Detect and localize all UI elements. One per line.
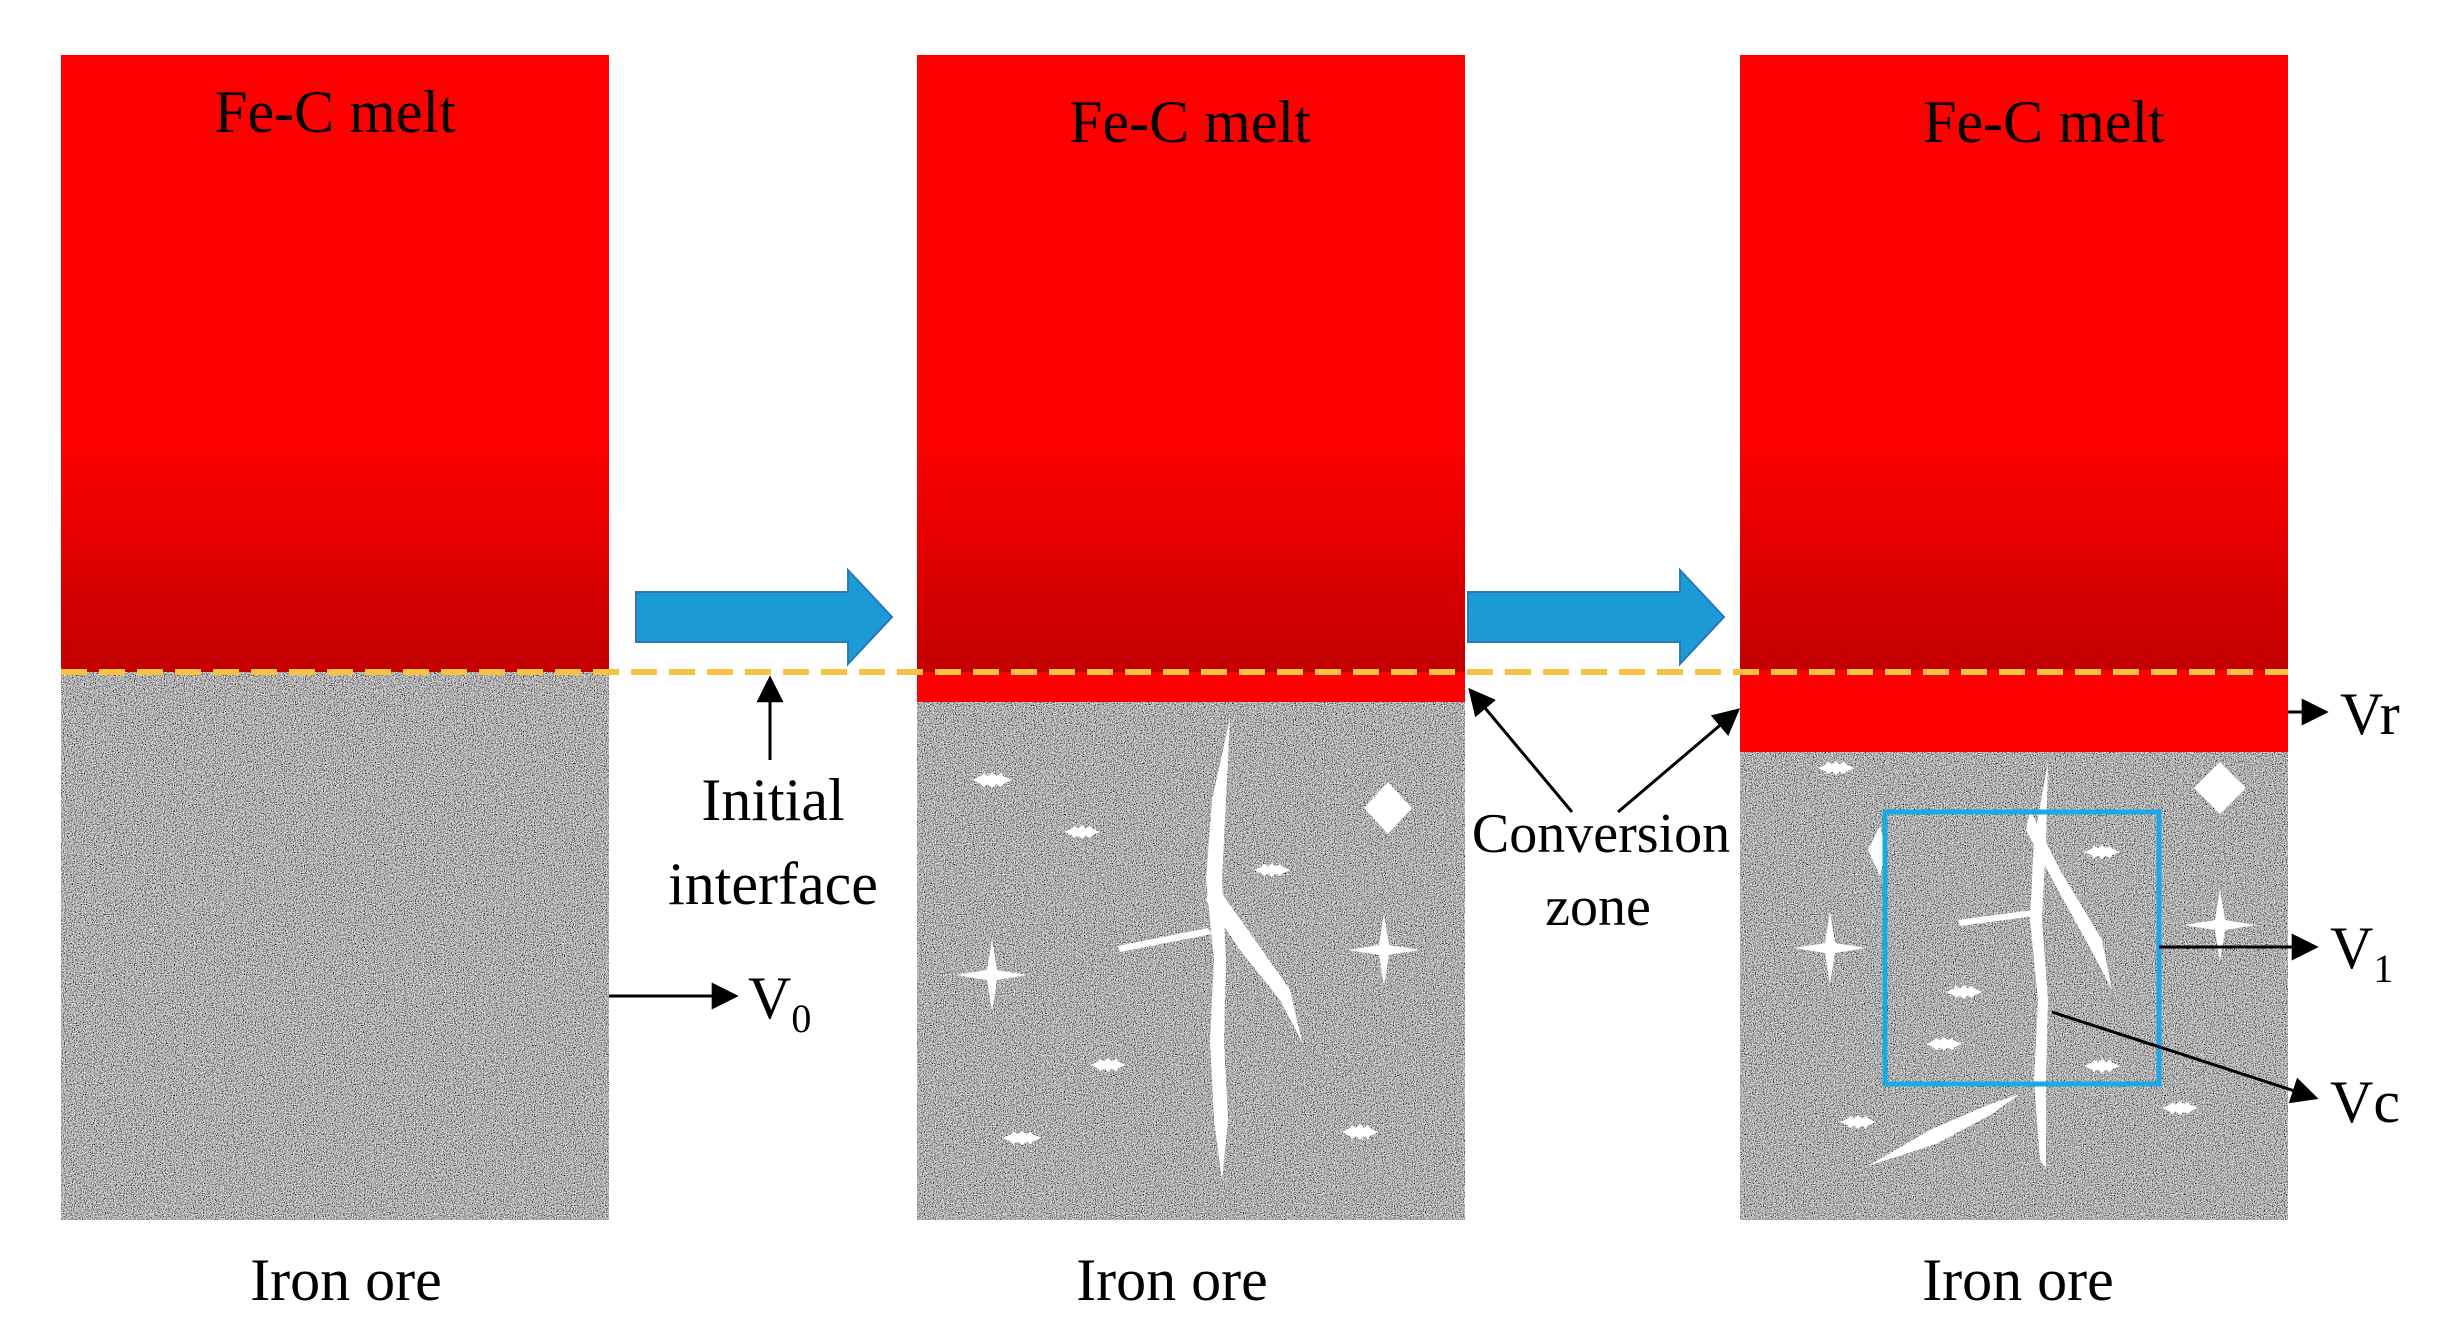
process-arrow-2: [1467, 567, 1726, 667]
ore-label: Iron ore: [1076, 1247, 1268, 1313]
ore-label: Iron ore: [250, 1247, 442, 1313]
iron-ore-block: [61, 672, 609, 1220]
fe-c-melt-block: [917, 55, 1465, 672]
vr-annotation: Vr: [2288, 681, 2400, 747]
fe-c-melt-block: [61, 55, 609, 672]
fe-c-melt-block: [1740, 55, 2288, 670]
panel-advanced: Fe-C melt Iron ore: [1740, 55, 2288, 1313]
panel-conversion: Fe-C melt Iron ore: [917, 55, 1465, 1313]
conversion-zone-layer: [1740, 670, 2288, 752]
iron-ore-block: [1740, 752, 2288, 1220]
v0-label: V0: [748, 965, 811, 1041]
ore-inclusions: [956, 772, 1420, 1145]
v0-annotation: V0: [609, 965, 811, 1041]
melt-label: Fe-C melt: [1069, 89, 1311, 155]
ore-label: Iron ore: [1922, 1247, 2114, 1313]
conversion-zone-annotation: Conversion zone: [1468, 687, 1741, 938]
process-arrow-1: [635, 567, 894, 667]
ore-inclusions: [1794, 761, 2256, 1129]
melt-label: Fe-C melt: [1923, 89, 2165, 155]
panel-initial: Fe-C melt Iron ore: [61, 55, 609, 1313]
vr-label: Vr: [2340, 681, 2400, 747]
conversion-zone-label-line2: zone: [1545, 876, 1651, 938]
vc-annotation: Vc: [2051, 1010, 2400, 1135]
ore-cracks: [1118, 718, 1302, 1180]
v1-annotation: V1: [2159, 915, 2393, 991]
initial-interface-annotation: Initial interface: [668, 675, 878, 917]
initial-interface-label-line1: Initial: [701, 767, 844, 833]
ore-cracks: [1868, 762, 2112, 1168]
conversion-zone-label-line1: Conversion: [1472, 803, 1730, 865]
melt-label: Fe-C melt: [214, 79, 456, 145]
vc-label: Vc: [2330, 1069, 2400, 1135]
conversion-zone-layer: [917, 672, 1465, 702]
initial-interface-label-line2: interface: [668, 851, 878, 917]
v1-label: V1: [2330, 915, 2393, 991]
